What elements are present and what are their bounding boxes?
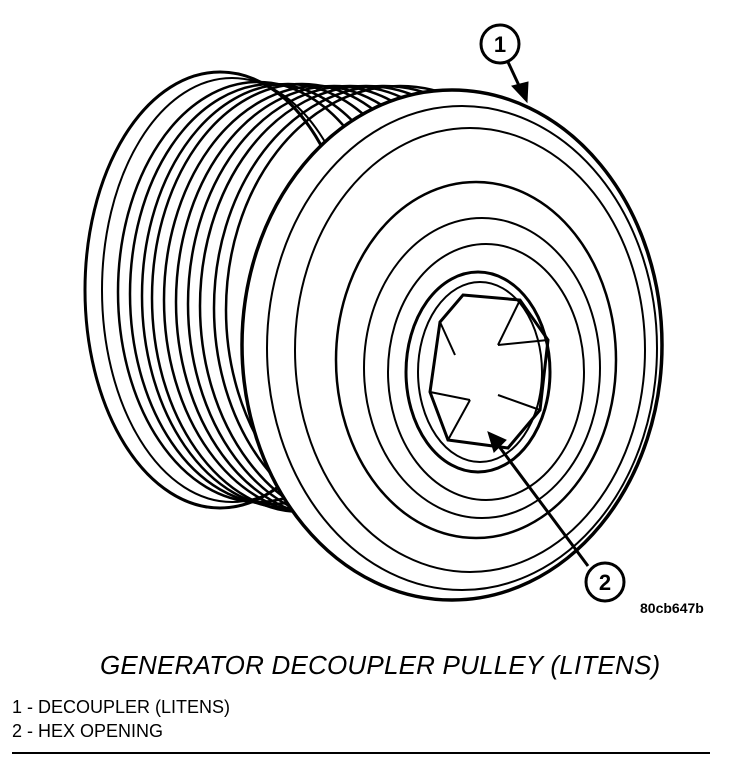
callout-2-leader (487, 431, 590, 567)
callout-2-circle (584, 561, 626, 603)
bottom-rule (12, 752, 710, 754)
legend: 1 - DECOUPLER (LITENS) 2 - HEX OPENING (12, 695, 230, 743)
legend-item-2: 2 - HEX OPENING (12, 721, 164, 741)
callout-1-number: 1 (494, 32, 506, 57)
hub (404, 270, 552, 474)
callout-2-number: 2 (599, 570, 611, 595)
callout-1-circle (479, 23, 521, 65)
figure-id: 80cb647b (640, 600, 704, 616)
figure-title: GENERATOR DECOUPLER PULLEY (LITENS) (100, 650, 661, 680)
callout-1-leader (506, 61, 529, 104)
pulley-illustration: 1 2 (83, 23, 664, 603)
legend-item-1: 1 - DECOUPLER (LITENS) (12, 697, 231, 717)
pulley-front-face (240, 88, 664, 602)
hex-opening (428, 293, 550, 450)
